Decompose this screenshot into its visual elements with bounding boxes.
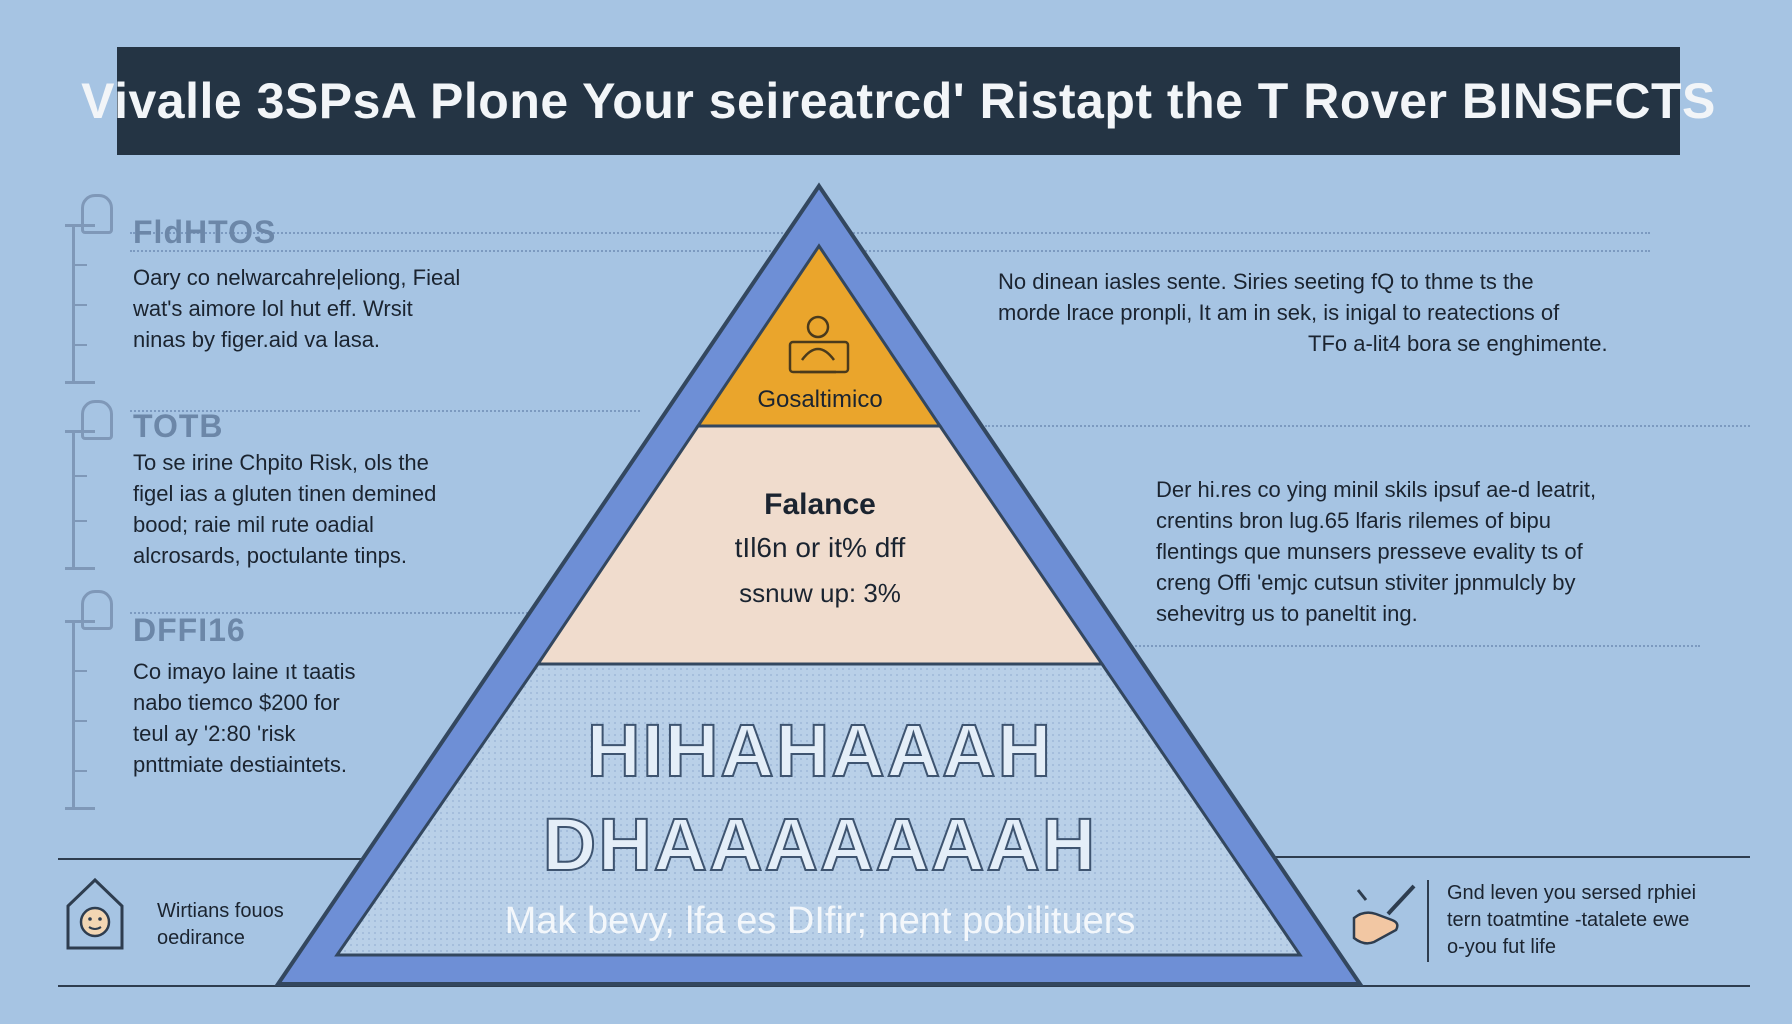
footer-left-text: Wirtians fouos oedirance xyxy=(157,900,284,949)
middle-tier-line-1: tIl6n or it% dff xyxy=(734,532,906,563)
footer-right-divider xyxy=(1427,880,1429,962)
ruler-icon xyxy=(65,590,113,810)
right-block-1: No dinean iasles sente. Siries seeting f… xyxy=(998,269,1608,356)
house-face-icon xyxy=(66,877,124,950)
footer-divider xyxy=(1275,856,1750,858)
person-at-desk-icon xyxy=(788,315,850,374)
title-bar: Vivalle 3SPsA Plone Your seireatrcd' Ris… xyxy=(81,47,1715,155)
footer-right-text: Gnd leven you sersed rphiei tern toatmti… xyxy=(1447,882,1697,958)
section-text-1: Oary co nelwarcahre|eliong, Fieal wat's … xyxy=(133,265,461,352)
section-text-2: To se irine Chpito Risk, ols the figel i… xyxy=(133,450,437,568)
page-title: Vivalle 3SPsA Plone Your seireatrcd' Ris… xyxy=(81,73,1716,129)
top-tier-label: Gosaltimico xyxy=(757,386,883,413)
guide-line xyxy=(985,425,1750,427)
base-tier-line-1: HIHAHAAAH xyxy=(586,708,1054,793)
base-tier-line-2: DHAAAAAAAH xyxy=(542,802,1098,887)
ruler-icon xyxy=(65,194,113,384)
footer-divider xyxy=(58,858,398,860)
middle-tier-title: Falance xyxy=(764,488,876,521)
right-block-2: Der hi.res co ying minil skils ipsuf ae-… xyxy=(1156,477,1597,626)
guide-line xyxy=(130,612,640,614)
section-heading-3: DFFI16 xyxy=(133,612,246,648)
ruler-icon xyxy=(65,400,113,570)
middle-tier-line-2: ssnuw up: 3% xyxy=(739,578,901,608)
guide-line xyxy=(130,410,640,412)
section-text-3: Co imayo laine ıt taatis nabo tiemco $20… xyxy=(133,659,356,777)
guide-line xyxy=(1000,645,1700,647)
section-heading-2: TOTB xyxy=(133,408,224,444)
guide-line xyxy=(130,250,1650,252)
base-tier-caption: Mak bevy, lfa es DIfir; nent pobilituers xyxy=(504,900,1136,942)
guide-line xyxy=(130,232,1650,234)
section-heading-1: FldHTOS xyxy=(133,214,277,250)
hand-check-icon xyxy=(1352,884,1416,945)
